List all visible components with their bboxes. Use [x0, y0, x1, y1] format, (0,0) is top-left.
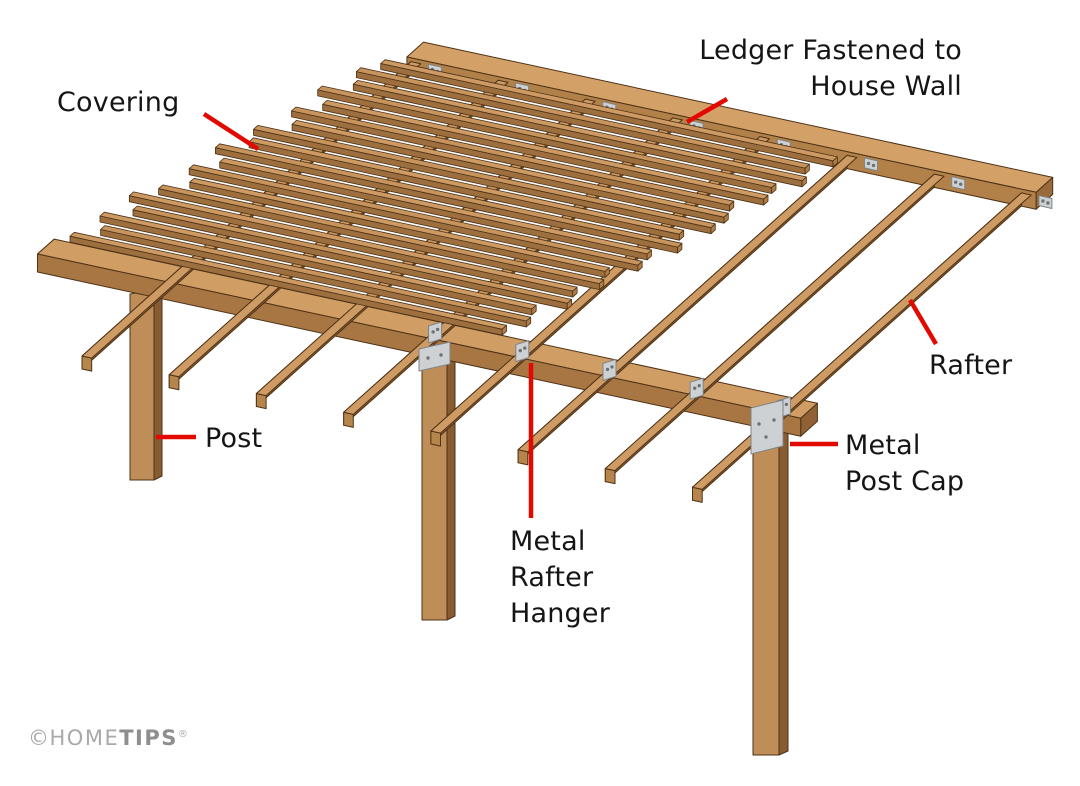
label-ledger: Ledger Fastened to House Wall: [699, 35, 962, 102]
label-rafter: Rafter: [929, 350, 1013, 381]
copyright-symbol: ©: [28, 726, 50, 750]
label-covering: Covering: [57, 87, 180, 118]
rafter-hangers: [428, 321, 791, 419]
label-post: Post: [205, 423, 263, 454]
covering-slats: [69, 59, 838, 336]
leader-line-rafter: [908, 298, 938, 346]
post-caps: [418, 341, 784, 455]
brand-home: HOME: [49, 726, 120, 750]
registered-symbol: ®: [177, 729, 188, 740]
leader-lines: [156, 97, 938, 518]
leader-line-covering: [202, 112, 260, 151]
hometips-watermark: ©HOMETIPS®: [28, 726, 188, 750]
label-metal-post-cap: Metal Post Cap: [845, 430, 965, 497]
leader-line-ledger: [685, 97, 729, 124]
brand-tips: TIPS: [119, 726, 178, 750]
label-metal-rafter-hanger: Metal Rafter Hanger: [510, 526, 611, 629]
